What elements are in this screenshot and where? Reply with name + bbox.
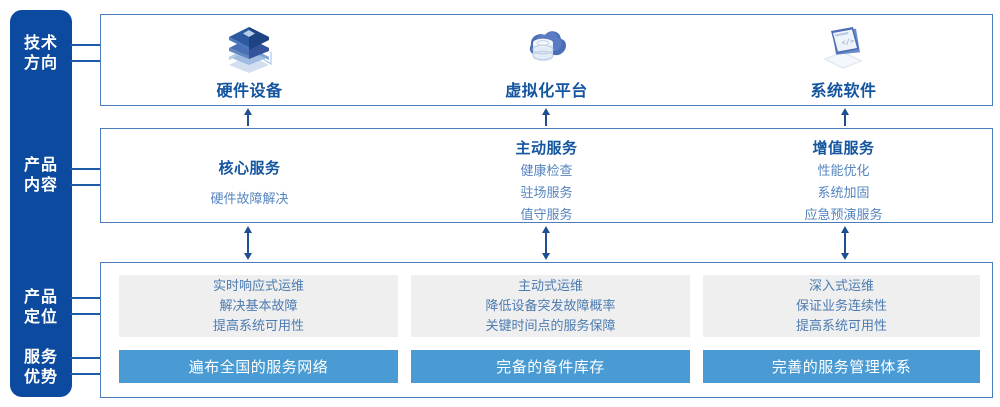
sidebar-item-product-content: 产品 内容 [10, 156, 72, 196]
category-sidebar: 技术 方向 产品 内容 产品 定位 服务 优势 [10, 10, 72, 397]
advantage-bar-service-network[interactable]: 遍布全国的服务网络 [119, 350, 398, 383]
positioning-line: 深入式运维 [808, 278, 874, 293]
positioning-box-realtime[interactable]: 实时响应式运维 解决基本故障 提高系统可用性 [119, 275, 398, 337]
content-title-core-service: 核心服务 [218, 160, 281, 177]
positioning-line: 实时响应式运维 [212, 278, 304, 293]
sidebar-label-line2: 方向 [23, 55, 58, 72]
product-content-panel: 核心服务 硬件故障解决 主动服务 健康检查 驻场服务 值守服务 增值服务 性能优… [100, 128, 993, 223]
positioning-line: 解决基本故障 [219, 298, 298, 313]
content-item: 性能优化 [817, 163, 870, 178]
tech-label-hardware: 硬件设备 [216, 83, 283, 100]
arrow-bidirectional-proactive [539, 226, 553, 260]
content-title-value-added-service: 增值服务 [812, 140, 875, 157]
positioning-line: 关键时间点的服务保障 [485, 318, 616, 333]
arrow-bidirectional-value-added [838, 226, 852, 260]
positioning-line: 提高系统可用性 [795, 318, 887, 333]
content-item: 驻场服务 [520, 185, 573, 200]
positioning-line: 降低设备突发故障概率 [485, 298, 616, 313]
positioning-line: 保证业务连续性 [795, 298, 887, 313]
sidebar-label-line2: 内容 [23, 177, 58, 194]
advantage-bar-spare-parts[interactable]: 完备的备件库存 [411, 350, 690, 383]
sidebar-item-product-positioning: 产品 定位 [10, 288, 72, 328]
tech-label-virtualization: 虚拟化平台 [505, 83, 588, 100]
svg-text:</>: </> [842, 37, 856, 47]
arrow-up-system-software [838, 108, 852, 126]
content-title-proactive-service: 主动服务 [515, 140, 578, 157]
positioning-line: 主动式运维 [517, 278, 583, 293]
advantage-bar-management-system[interactable]: 完善的服务管理体系 [703, 350, 980, 383]
positioning-box-proactive[interactable]: 主动式运维 降低设备突发故障概率 关键时间点的服务保障 [411, 275, 690, 337]
sidebar-label-line1: 服务 [23, 349, 58, 366]
content-column-core-service[interactable]: 核心服务 硬件故障解决 [101, 129, 398, 222]
content-item: 应急预演服务 [804, 207, 883, 222]
content-item: 健康检查 [520, 163, 573, 178]
content-column-proactive-service[interactable]: 主动服务 健康检查 驻场服务 值守服务 [398, 129, 695, 222]
positioning-line: 提高系统可用性 [212, 318, 304, 333]
advantage-bar-label: 遍布全国的服务网络 [188, 359, 329, 376]
arrow-up-hardware [241, 108, 255, 126]
content-column-value-added-service[interactable]: 增值服务 性能优化 系统加固 应急预演服务 [695, 129, 992, 222]
arrow-up-virtualization [539, 108, 553, 126]
tech-label-system-software: 系统软件 [810, 83, 877, 100]
tech-direction-panel: 硬件设备 虚拟化平台 [100, 14, 993, 106]
positioning-advantage-panel: 实时响应式运维 解决基本故障 提高系统可用性 主动式运维 降低设备突发故障概率 … [100, 262, 993, 398]
positioning-box-indepth[interactable]: 深入式运维 保证业务连续性 提高系统可用性 [703, 275, 980, 337]
sidebar-item-service-advantage: 服务 优势 [10, 348, 72, 388]
advantage-bar-label: 完善的服务管理体系 [771, 359, 912, 376]
tech-column-hardware[interactable]: 硬件设备 [101, 15, 398, 105]
tech-column-virtualization[interactable]: 虚拟化平台 [398, 15, 695, 105]
content-item: 系统加固 [817, 185, 870, 200]
sidebar-label-line2: 定位 [23, 309, 58, 326]
advantage-bar-label: 完备的备件库存 [496, 359, 605, 376]
sidebar-label-line1: 产品 [23, 289, 58, 306]
laptop-code-icon: </> [815, 21, 871, 73]
cloud-database-icon [518, 21, 574, 73]
sidebar-label-line1: 技术 [23, 35, 58, 52]
sidebar-label-line1: 产品 [23, 157, 58, 174]
content-item: 硬件故障解决 [210, 191, 289, 206]
sidebar-item-tech-direction: 技术 方向 [10, 34, 72, 74]
arrow-bidirectional-core [241, 226, 255, 260]
sidebar-label-line2: 优势 [23, 369, 58, 386]
server-stack-icon [221, 21, 277, 73]
content-item: 值守服务 [520, 207, 573, 222]
tech-column-system-software[interactable]: </> 系统软件 [695, 15, 992, 105]
